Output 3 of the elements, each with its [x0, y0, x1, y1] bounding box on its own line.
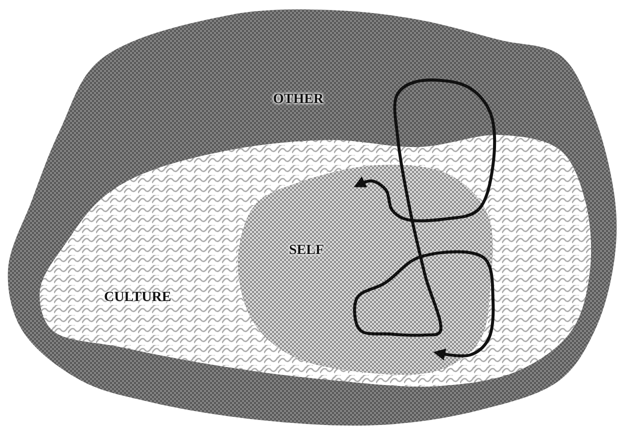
region-label: OTHER: [273, 92, 324, 108]
region-label: CULTURE: [104, 290, 172, 306]
region-label: SELF: [289, 243, 324, 259]
